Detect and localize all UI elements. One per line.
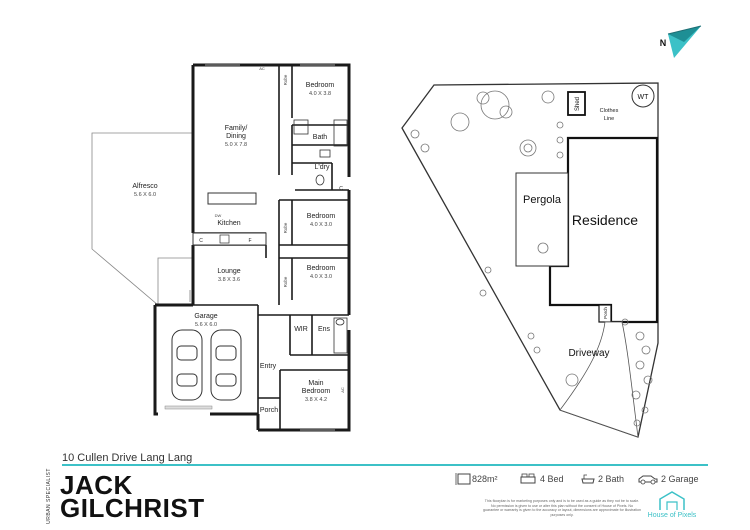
cooktop (219, 234, 230, 244)
brand-line-1: JACK (60, 470, 133, 500)
house-walls (153, 63, 351, 432)
brand-side-tag: URBAN SPECIALIST (38, 468, 52, 524)
bedroom2-size: 4.0 X 3.0 (310, 222, 332, 228)
ens-label: Ens (318, 326, 331, 333)
clothesline-label2: Line (604, 116, 614, 122)
land-area-icon (455, 473, 471, 485)
kitchen-label: Kitchen (217, 220, 240, 227)
kitchen-island (207, 192, 257, 205)
car-icon (638, 475, 658, 485)
driveway-label: Driveway (568, 348, 609, 359)
property-stats: 828m² 4 Bed 2 Bath 2 Garage (455, 470, 710, 490)
main-bedroom-size: 3.8 X 4.2 (305, 397, 327, 403)
wir-label: WIR (294, 326, 308, 333)
dw-label: DW (215, 213, 222, 218)
house-logo-icon (659, 491, 685, 510)
clothesline-label1: Clothes (600, 108, 619, 114)
kitchen-f-label: F (248, 238, 251, 244)
garage-size: 5.6 X 6.0 (195, 322, 217, 328)
garage-label: Garage (194, 313, 217, 320)
kitchen-c-label: C (199, 238, 203, 244)
laundry-c-label: C (339, 186, 343, 192)
wt-label: WT (638, 94, 650, 101)
house-of-pixels-logo: House of Pixels (640, 490, 704, 522)
bedroom3-label: Bedroom (307, 265, 336, 272)
beds-stat: 4 Bed (520, 470, 575, 488)
disclaimer-text: This floorplan is for marketing purposes… (483, 499, 642, 517)
dining-label: Dining (226, 133, 246, 140)
windows (189, 64, 335, 431)
ac1-label: AC (259, 66, 265, 71)
area-stat: 828m² (455, 470, 515, 488)
bedroom1-label: Bedroom (306, 82, 335, 89)
shed-label: Shed (575, 97, 581, 111)
bedroom1-size: 4.0 X 3.8 (309, 91, 331, 97)
laundry-label: L'dry (315, 164, 330, 171)
site-plan: N WT Sh (401, 25, 702, 438)
car-left (171, 329, 203, 401)
robe3-label: Robe (283, 276, 288, 287)
north-label: N (660, 38, 667, 48)
accent-divider (62, 464, 708, 466)
brand-line-2: GILCHRIST (60, 493, 205, 523)
lounge-size: 3.8 X 3.6 (218, 277, 240, 283)
driveway (559, 321, 639, 438)
property-address: 10 Cullen Drive Lang Lang (62, 452, 193, 464)
main-bedroom-label2: Bedroom (302, 388, 331, 395)
shed (567, 91, 586, 116)
bath-icon (581, 474, 595, 484)
alfresco-label: Alfresco (132, 183, 157, 190)
north-arrow-icon (667, 25, 702, 58)
bedroom3-size: 4.0 X 3.0 (310, 274, 332, 280)
family-size: 5.0 X 7.8 (225, 142, 247, 148)
pergola-outline (515, 172, 569, 267)
trees (410, 90, 653, 427)
beds-value: 4 Bed (540, 474, 564, 484)
bath-fixtures (293, 119, 348, 354)
main-bedroom-label1: Main (308, 380, 323, 387)
baths-value: 2 Bath (598, 474, 625, 484)
area-value: 828m² (472, 474, 498, 484)
kitchen-bench (192, 232, 267, 246)
car-right (210, 329, 242, 401)
site-porch-label: Porch (603, 307, 608, 319)
lounge-label: Lounge (217, 268, 240, 275)
bedroom2-label: Bedroom (307, 213, 336, 220)
garage-door-opening (164, 405, 213, 410)
robe2-label: Robe (283, 222, 288, 233)
ac2-label: AC (340, 387, 345, 393)
water-tank (631, 84, 655, 108)
robe1-label: Robe (283, 74, 288, 85)
family-label: Family/ (225, 125, 248, 132)
garage-value: 2 Garage (661, 474, 699, 484)
entry-label: Entry (260, 363, 277, 370)
pergola-label: Pergola (523, 194, 562, 206)
floor-plan: Alfresco 5.6 X 6.0 Family/ Dining 5.0 X … (91, 63, 351, 432)
bed-icon (520, 473, 536, 484)
porch-label: Porch (260, 407, 278, 414)
residence-label: Residence (572, 212, 638, 228)
baths-stat: 2 Bath (580, 470, 640, 488)
brand-side-text: URBAN SPECIALIST (45, 468, 52, 524)
alfresco-size: 5.6 X 6.0 (134, 192, 156, 198)
garage-stat: 2 Garage (638, 470, 710, 488)
logo-text: House of Pixels (647, 512, 697, 519)
bath-label: Bath (313, 134, 328, 141)
